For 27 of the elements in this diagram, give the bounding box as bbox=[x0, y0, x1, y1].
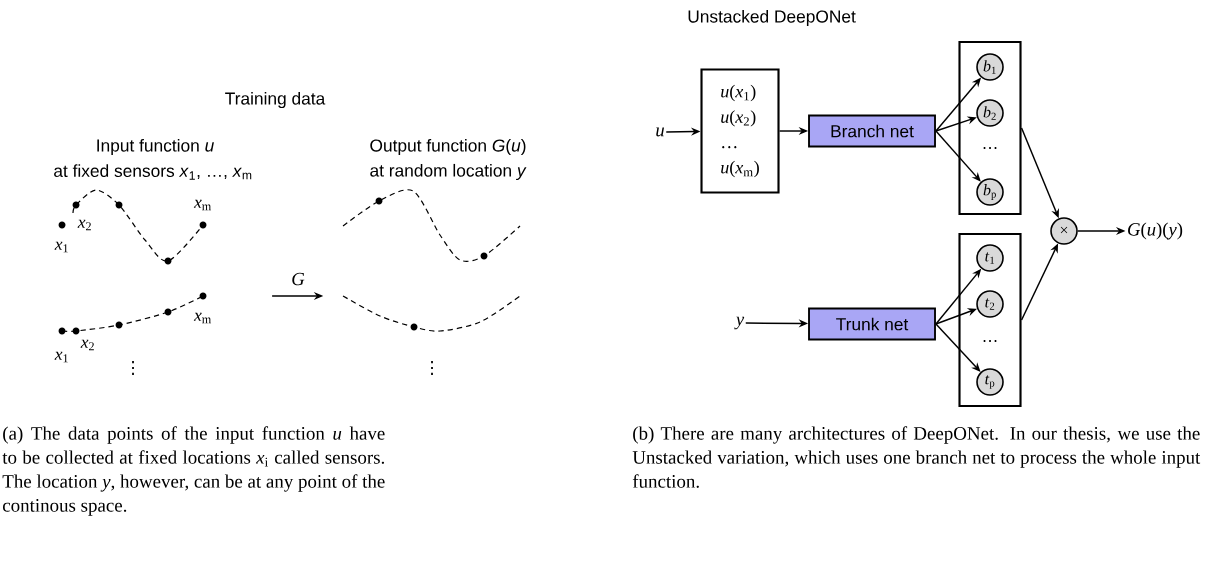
variable-label: y bbox=[734, 316, 745, 330]
network-box: Branch net bbox=[808, 114, 936, 148]
sensor-values-box: u(x$_{1}$) u(x$_{2}$) … u(x$_{m}$) bbox=[700, 68, 780, 194]
output-group-box bbox=[958, 232, 1022, 408]
output-group-box bbox=[958, 40, 1022, 216]
variable-label: u bbox=[656, 127, 664, 137]
arrow bbox=[935, 130, 981, 182]
point-label: x$_{2}$ bbox=[77, 219, 91, 231]
ellipsis: … bbox=[983, 340, 997, 342]
point-label: x$_{m}$ bbox=[193, 312, 212, 324]
variable-label: G(u)(y) bbox=[1128, 222, 1183, 240]
ellipsis: … bbox=[983, 147, 997, 149]
heading-text: Input function u bbox=[97, 138, 214, 156]
vertical-ellipsis: ⋮ bbox=[132, 361, 134, 375]
vertical-ellipsis: ⋮ bbox=[431, 361, 433, 375]
point-label: x$_{1}$ bbox=[54, 351, 68, 363]
panel-title: Unstacked DeepONet bbox=[688, 9, 856, 27]
arrow bbox=[935, 323, 981, 372]
caption-text: (a) The data points of the input function u have to be collected at fixed locations x$_{i}$ called sensors. The location y, however, can be at any point of the continous space. bbox=[2, 426, 385, 516]
network-box: Trunk net bbox=[808, 307, 936, 341]
point-label: x$_{m}$ bbox=[193, 199, 212, 211]
caption-text: (b) There are many architectures of DeepONet. In our thesis, we use the Unstacked variation, which uses one branch net to process the whole input function. bbox=[632, 426, 1201, 488]
edge-label: G bbox=[289, 271, 307, 287]
function-curves-drawing bbox=[342, 189, 521, 332]
point-label: x$_{1}$ bbox=[54, 241, 68, 253]
heading-text: Output function G(u) bbox=[370, 138, 526, 156]
heading-text: Training data bbox=[225, 91, 326, 109]
